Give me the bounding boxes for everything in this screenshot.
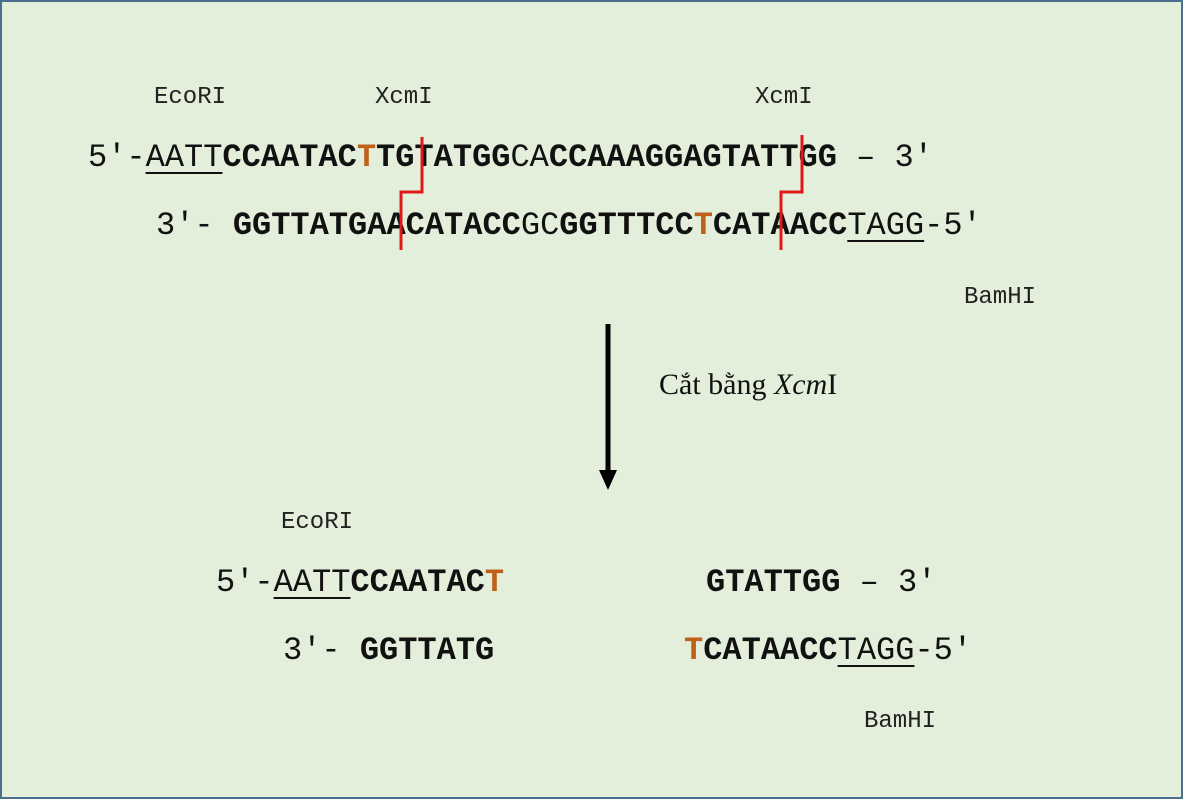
strand-prefix: 5′-	[216, 564, 274, 601]
bamhi-sticky-end: TAGG	[847, 207, 925, 244]
down-arrow-head	[599, 470, 617, 490]
highlight-t: T	[693, 207, 713, 244]
xcmi-cut-line-right	[779, 135, 804, 250]
highlight-t: T	[356, 139, 377, 176]
strand-suffix: – 3′	[836, 139, 933, 176]
seq-segment: TGTATGG	[376, 139, 511, 176]
seq-segment: GGTTATG	[359, 632, 495, 669]
caption-enzyme-italic: Xcm	[773, 368, 828, 401]
seq-segment: CCAATAC	[222, 139, 357, 176]
seq-segment: CCAAAGGAGTATTGG	[548, 139, 837, 176]
strand-prefix: 5′-	[88, 139, 146, 176]
seq-segment: GGTTTCC	[559, 207, 694, 244]
right-fragment-5prime: GTATTGG – 3′	[706, 563, 936, 603]
caption-text: Cắt bằng	[659, 368, 774, 401]
left-fragment-5prime: 5′-AATTCCAATACT	[216, 563, 504, 603]
strand-suffix: -5′	[914, 632, 973, 669]
bottom-ecori-label: EcoRI	[281, 509, 354, 536]
xcmi-right-label: XcmI	[755, 84, 813, 111]
strand-prefix: 3′-	[156, 207, 233, 244]
bamhi-label: BamHI	[964, 284, 1037, 311]
highlight-t: T	[684, 632, 704, 669]
seq-middle: GC	[520, 207, 560, 244]
caption-enzyme-rest: I	[827, 368, 838, 401]
right-fragment-3prime: TCATAACCTAGG-5′	[684, 631, 972, 671]
highlight-t: T	[484, 564, 505, 601]
xcmi-cut-line-left	[399, 137, 424, 250]
seq-segment: GTATTGG	[706, 564, 841, 601]
bottom-bamhi-label: BamHI	[864, 708, 937, 735]
seq-segment: GGTTATGAACATACC	[232, 207, 521, 244]
ecori-label: EcoRI	[154, 84, 227, 111]
seq-segment: CCAATAC	[350, 564, 485, 601]
arrow-caption: Cắt bằng XcmI	[659, 368, 837, 402]
top-strand-5prime: 5′-AATTCCAATACTTGTATGGCACCAAAGGAGTATTGG …	[88, 138, 933, 178]
ecori-sticky-end: AATT	[273, 564, 351, 601]
strand-suffix: -5′	[924, 207, 982, 244]
bamhi-sticky-end: TAGG	[837, 632, 915, 669]
seq-middle: CA	[510, 139, 549, 176]
strand-suffix: – 3′	[840, 564, 937, 601]
seq-segment: CATAACC	[703, 632, 838, 669]
left-fragment-3prime: 3′- GGTTATG	[283, 631, 494, 671]
strand-prefix: 3′-	[283, 632, 360, 669]
ecori-sticky-end: AATT	[145, 139, 223, 176]
xcmi-left-label: XcmI	[375, 84, 433, 111]
